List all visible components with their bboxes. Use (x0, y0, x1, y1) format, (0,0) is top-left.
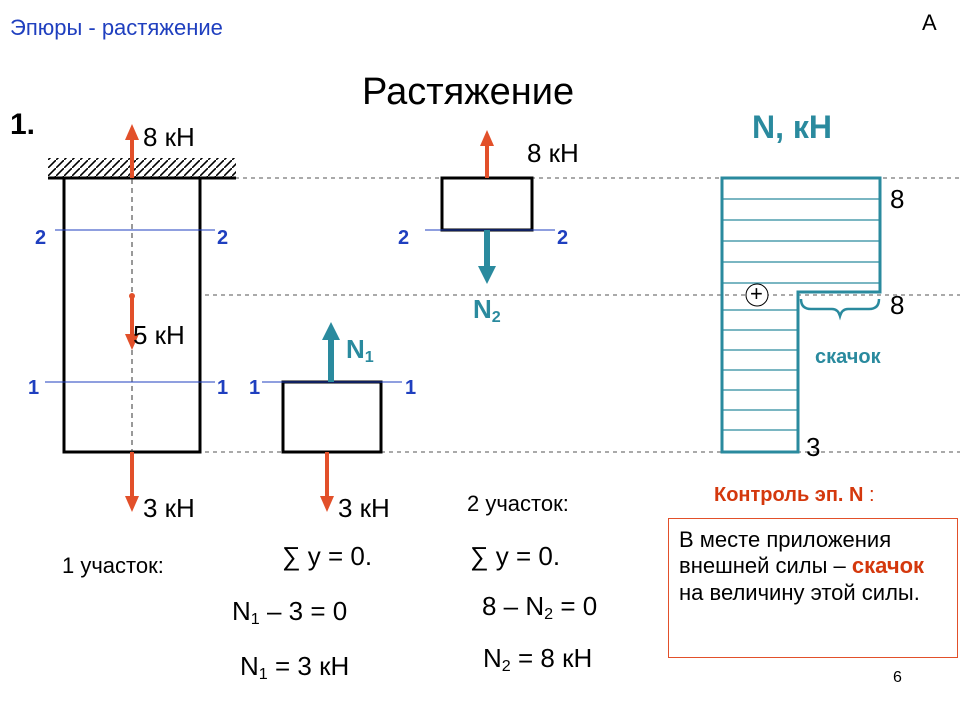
plus-sign-circle (745, 283, 769, 307)
n2-label: N2 (473, 294, 501, 327)
corner-letter: А (922, 10, 937, 35)
part-2-heading: 2 участок: (467, 491, 569, 516)
epure-outline (720, 176, 882, 454)
section-1-left-label: 1 (28, 377, 40, 399)
page-title: Растяжение (362, 71, 575, 113)
section-2-right-label: 2 (217, 227, 229, 249)
epure-value-middle: 8 (890, 290, 905, 320)
part-1-external-force-arrow (320, 452, 334, 512)
epure-title: N, кН (752, 109, 833, 145)
part-2-force-label: 8 кН (527, 138, 579, 168)
part-1-eq-sum: ∑ y = 0. (282, 541, 373, 571)
control-text-1: В месте приложения внешней силы – (679, 527, 892, 579)
control-text-2: на величину этой силы. (679, 579, 920, 605)
epure-hatching (722, 198, 880, 431)
epure-value-bottom: 3 (806, 432, 821, 462)
part-1-block (281, 380, 383, 454)
part-2-external-force-arrow (480, 130, 494, 178)
part-1-eq-1: N1 – 3 = 0 (232, 596, 348, 629)
part-2-eq-2: N2 = 8 кН (483, 643, 593, 676)
epure-value-top: 8 (890, 184, 905, 214)
fixed-support-hatch (48, 158, 236, 178)
part-1-force-label: 3 кН (338, 493, 390, 523)
part-1-section-left-label: 1 (249, 377, 261, 399)
part-2-section-right-label: 2 (557, 227, 569, 249)
part-1-section-right-label: 1 (405, 377, 417, 399)
part-2-block (440, 176, 534, 232)
part-2-section-left-label: 2 (398, 227, 410, 249)
part-1-eq-2: N1 = 3 кН (240, 651, 350, 684)
part-2-eq-1: 8 – N2 = 0 (482, 591, 598, 624)
jump-brace (799, 298, 881, 321)
middle-force-label: 5 кН (133, 320, 185, 350)
internal-force-n1-arrow (322, 322, 340, 382)
top-force-label: 8 кН (143, 122, 195, 152)
page-number: 6 (893, 669, 902, 686)
part-2-eq-sum: ∑ y = 0. (470, 541, 561, 571)
subtitle: Эпюры - растяжение (10, 15, 223, 40)
jump-label: скачок (815, 346, 881, 368)
plus-sign: + (750, 281, 763, 306)
section-2-left-label: 2 (35, 227, 47, 249)
internal-force-n2-arrow (478, 230, 496, 284)
bottom-force-arrow (125, 452, 139, 512)
section-1-right-label: 1 (217, 377, 229, 399)
control-heading: Контроль эп. N : (714, 484, 875, 506)
section-number: 1. (10, 108, 36, 141)
control-rule-box: В месте приложения внешней силы – скачок… (668, 518, 958, 658)
middle-force-arrow (125, 293, 139, 350)
bottom-force-label: 3 кН (143, 493, 195, 523)
n1-label: N1 (346, 334, 374, 367)
control-text-highlight: скачок (851, 553, 925, 579)
part-1-heading: 1 участок: (62, 553, 164, 578)
top-force-arrow (125, 124, 139, 178)
